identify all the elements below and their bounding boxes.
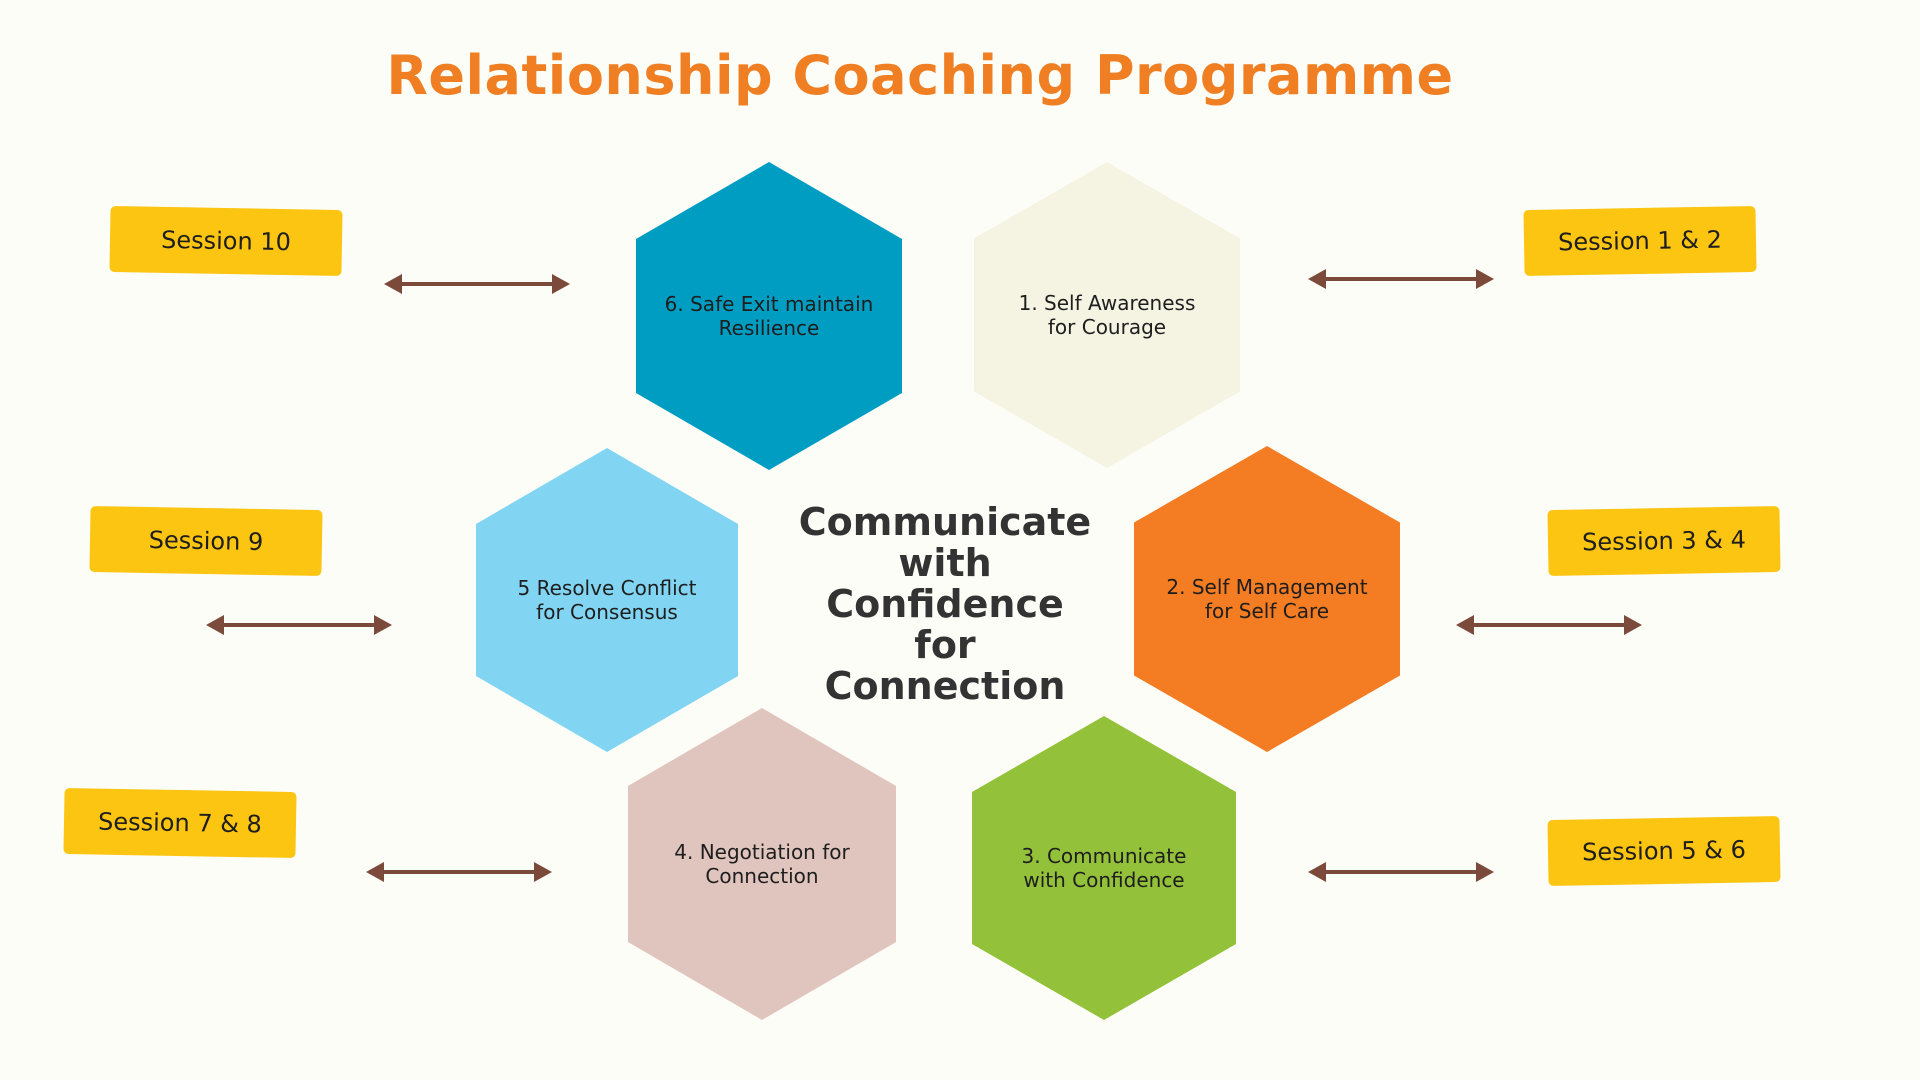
double-arrow-icon — [1308, 269, 1494, 289]
session-tag-1-2: Session 1 & 2 — [1523, 205, 1757, 277]
session-tag-label: Session 10 — [160, 225, 292, 257]
session-tag-9: Session 9 — [89, 505, 323, 577]
hexagon-self-management: 2. Self Management for Self Care — [1134, 446, 1400, 752]
hexagon-label: 2. Self Management for Self Care — [1166, 575, 1368, 623]
hexagon-label: 4. Negotiation for Connection — [674, 840, 850, 888]
session-tag-label: Session 5 & 6 — [1581, 835, 1747, 867]
center-heading: Communicate with Confidence for Connecti… — [790, 502, 1100, 707]
hexagon-negotiation: 4. Negotiation for Connection — [628, 708, 896, 1020]
session-tag-label: Session 9 — [148, 526, 264, 556]
session-tag-5-6: Session 5 & 6 — [1547, 815, 1781, 887]
hexagon-label: 6. Safe Exit maintain Resilience — [664, 292, 874, 340]
double-arrow-icon — [1456, 615, 1642, 635]
session-tag-3-4: Session 3 & 4 — [1547, 505, 1781, 577]
double-arrow-icon — [366, 862, 552, 882]
session-tag-label: Session 7 & 8 — [97, 807, 263, 839]
session-tag-label: Session 1 & 2 — [1557, 225, 1723, 257]
center-heading-text: Communicate with Confidence for Connecti… — [798, 500, 1092, 708]
double-arrow-icon — [1308, 862, 1494, 882]
double-arrow-icon — [206, 615, 392, 635]
double-arrow-icon — [384, 274, 570, 294]
session-tag-10: Session 10 — [109, 205, 343, 277]
page-title: Relationship Coaching Programme — [386, 44, 1454, 107]
hexagon-self-awareness: 1. Self Awareness for Courage — [974, 162, 1240, 468]
hexagon-label: 1. Self Awareness for Courage — [1018, 291, 1196, 339]
hexagon-safe-exit: 6. Safe Exit maintain Resilience — [636, 162, 902, 470]
session-tag-7-8: Session 7 & 8 — [63, 787, 297, 859]
hexagon-label: 5 Resolve Conflict for Consensus — [517, 576, 697, 624]
hexagon-label: 3. Communicate with Confidence — [1021, 844, 1187, 892]
session-tag-label: Session 3 & 4 — [1581, 525, 1747, 557]
hexagon-resolve-conflict: 5 Resolve Conflict for Consensus — [476, 448, 738, 752]
hexagon-communicate: 3. Communicate with Confidence — [972, 716, 1236, 1020]
